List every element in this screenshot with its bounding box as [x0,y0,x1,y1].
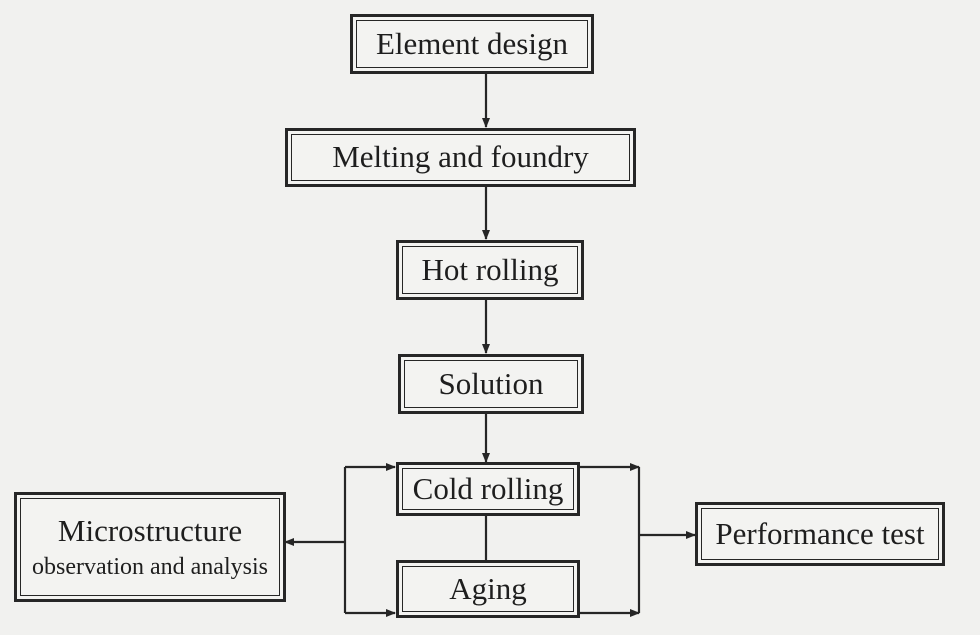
node-label: Melting and foundry [332,139,589,175]
node-label: Cold rolling [412,470,564,506]
node-cold-rolling: Cold rolling [396,462,580,516]
node-solution: Solution [398,354,584,414]
node-performance-test: Performance test [695,502,945,566]
node-microstructure-observation: Microstructure observation and analysis [14,492,286,602]
node-label-line2: observation and analysis [32,553,268,580]
node-melting-and-foundry: Melting and foundry [285,128,636,187]
node-label: Element design [376,25,568,61]
node-label-line1: Microstructure [57,512,243,548]
node-label: Aging [449,570,527,606]
node-label: Solution [438,365,544,401]
node-label: Hot rolling [421,251,559,287]
node-element-design: Element design [350,14,594,74]
node-aging: Aging [396,560,580,618]
node-hot-rolling: Hot rolling [396,240,584,300]
node-label: Performance test [715,515,925,551]
